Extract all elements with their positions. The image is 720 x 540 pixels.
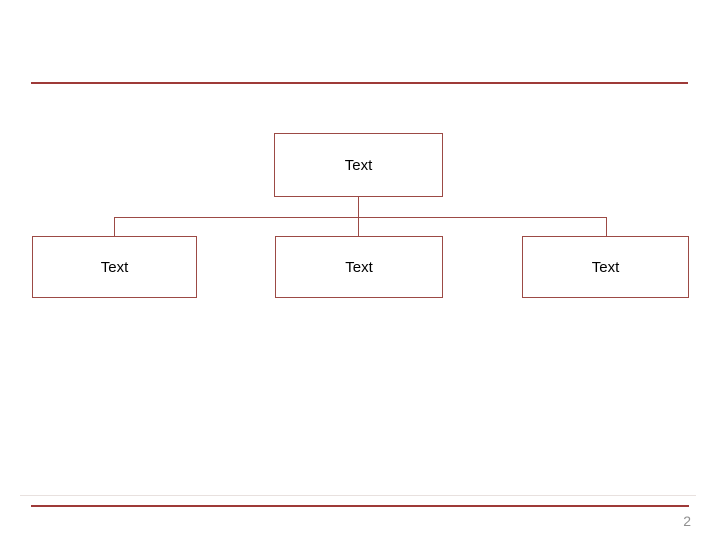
connector-horizontal xyxy=(114,217,607,218)
org-chart-child-box-1[interactable]: Text xyxy=(32,236,197,298)
connector-middle-vertical xyxy=(358,217,359,236)
top-rule xyxy=(31,82,688,84)
org-chart-child-box-3[interactable]: Text xyxy=(522,236,689,298)
org-chart-root-label: Text xyxy=(344,156,373,174)
org-chart-root-box[interactable]: Text xyxy=(274,133,443,197)
org-chart-child-label-1: Text xyxy=(100,258,129,276)
connector-left-vertical xyxy=(114,217,115,236)
org-chart-child-label-3: Text xyxy=(591,258,620,276)
page-number: 2 xyxy=(683,513,691,529)
connector-root-vertical xyxy=(358,197,359,217)
org-chart-child-box-2[interactable]: Text xyxy=(275,236,443,298)
bottom-light-rule xyxy=(20,495,696,496)
connector-right-vertical xyxy=(606,217,607,236)
org-chart-child-label-2: Text xyxy=(345,258,373,276)
bottom-rule xyxy=(31,505,689,507)
